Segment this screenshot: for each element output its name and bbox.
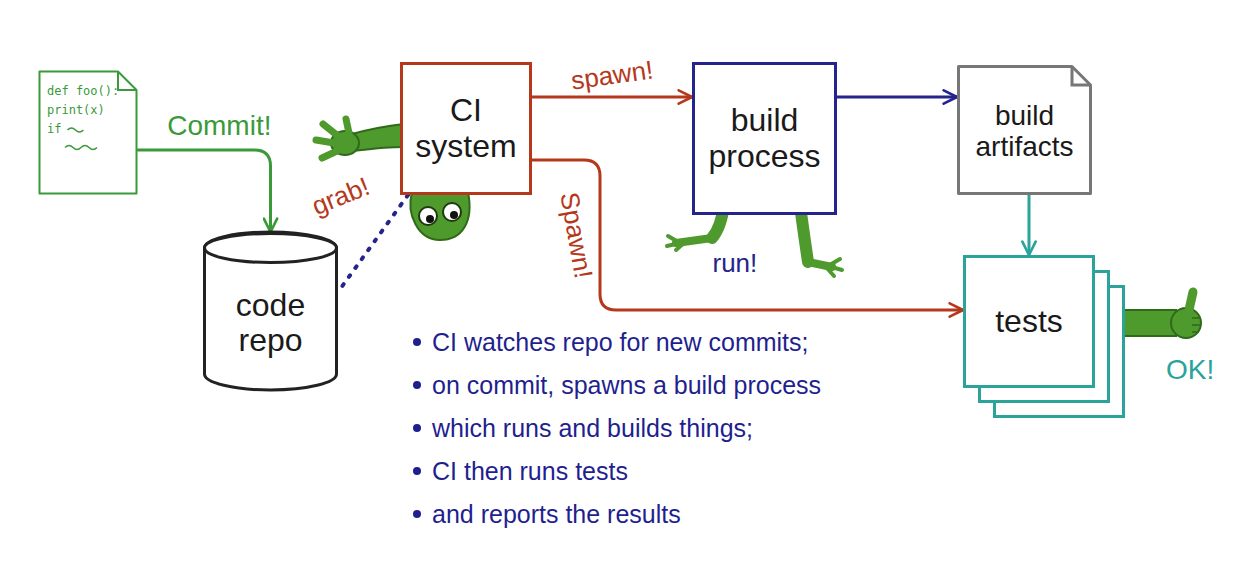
edge-label-box: spawn! [569,55,655,95]
folded-corner [118,72,137,91]
eye-blob [410,192,469,240]
finger [322,151,337,158]
bullet-box: and reports the results [432,498,872,531]
box-outline [402,64,531,194]
toes [826,259,842,276]
eye [443,203,461,221]
node-label: build artifacts [965,101,1084,163]
finger [316,140,334,143]
node-label: print(x) [47,101,130,120]
edge-label: spawn! [569,55,655,95]
arm [352,124,404,151]
label-box: grab! [307,171,373,220]
bullet-note: CI then runs tests [432,455,872,488]
pupil [426,215,434,223]
node-label: code repo [213,288,328,358]
artifact-document: build artifacts [957,65,1092,195]
bullet-dot [413,381,421,389]
label-box: OK! [1166,355,1214,386]
box-outline [694,64,836,214]
process-box: build process [692,62,837,215]
test-stack: tests [963,255,1095,388]
build-output-arrow [837,96,957,99]
edge-label-box: Commit! [167,111,271,142]
bullet-note: and reports the results [432,498,872,531]
stacked-sheet [965,257,1094,387]
bullet-box: CI then runs tests [432,455,872,488]
folded-corner [1072,67,1091,86]
bullet-note: CI watches repo for new commits; [432,326,872,359]
watch-line [338,195,408,292]
node-label: if [47,120,130,139]
node-label: build process [700,103,829,173]
ci-box: CI system [400,62,532,195]
edge-label: Spawn! [554,190,597,280]
document-outline [959,67,1091,194]
commit-arrow [138,150,271,232]
bullet-dot [413,338,421,346]
document-outline [40,72,137,194]
toes [667,236,684,250]
eye [419,207,437,225]
node-label: def foo(): [47,82,130,101]
label-box: run! [713,249,758,278]
code-scribble [65,146,97,150]
source-file: def foo():print(x)if [38,70,138,195]
finger-lines [1192,318,1200,332]
pupil [450,211,458,219]
edge-label-box: Spawn! [554,190,597,280]
bullet-note: on commit, spawns a build process [432,369,872,402]
watching-eyes [410,192,469,240]
bullet-dot [413,424,421,432]
cylinder-body [205,232,337,390]
repository-cylinder: code repo [203,232,338,390]
edge-label: Commit! [167,111,271,142]
bullet-box: which runs and builds things; [432,412,872,445]
bullet-box: CI watches repo for new commits; [432,326,872,359]
action-label: grab! [307,171,373,220]
bullet-note: which runs and builds things; [432,412,872,445]
bullet-dot [413,467,421,475]
node-label: CI system [410,93,522,163]
artifact-arrow [1028,195,1031,255]
bullet-dot [413,510,421,518]
spawn-arrow [532,96,692,99]
thumb [346,119,349,133]
action-label: run! [713,249,758,278]
grabbing-hand [316,119,404,158]
status-label: OK! [1166,355,1214,386]
code-scribble [67,128,83,132]
cylinder-top [205,234,337,263]
finger [323,124,338,136]
bullet-box: on commit, spawns a build process [432,369,872,402]
thumb [1189,292,1193,310]
node-label: tests [973,304,1085,339]
